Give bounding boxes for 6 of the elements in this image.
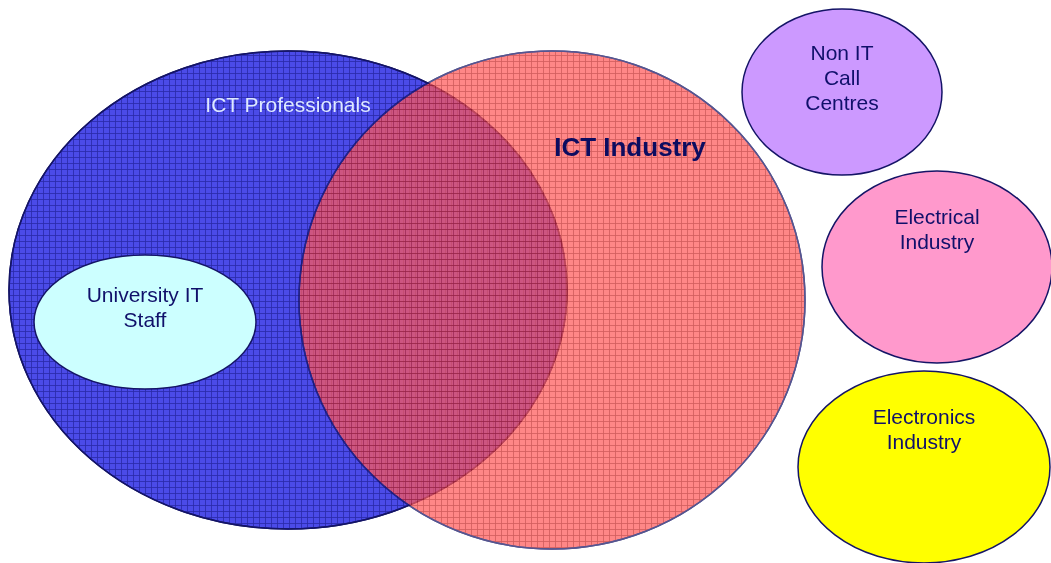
node-label: Non IT Call Centres	[804, 40, 880, 116]
node-label: Electronics Industry	[871, 404, 977, 455]
node-label: Electrical Industry	[893, 204, 981, 255]
node-label: University IT Staff	[85, 282, 205, 333]
node-label: ICT Professionals	[204, 92, 372, 118]
node-label: ICT Industry	[553, 132, 707, 164]
